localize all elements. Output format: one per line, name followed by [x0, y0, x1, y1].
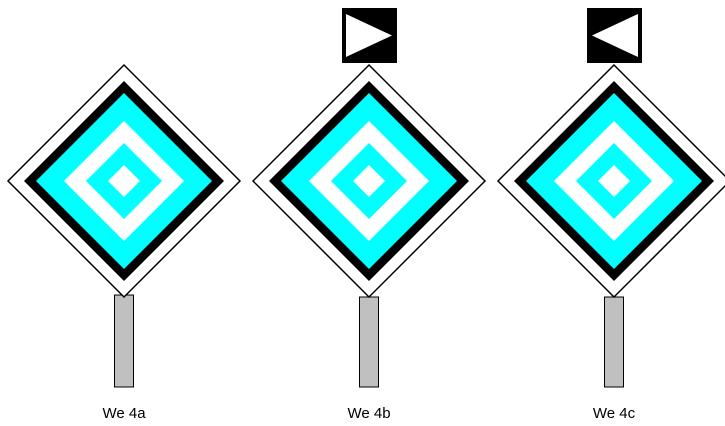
direction-panel-right [342, 8, 397, 63]
sign-label: We 4a [102, 405, 146, 422]
sign-we4b: We 4b [253, 8, 485, 422]
sign-we4a: We 4a [8, 65, 240, 422]
sign-post [115, 295, 134, 387]
sign-post [360, 297, 379, 387]
direction-panel-left [587, 8, 642, 63]
sign-label: We 4b [347, 405, 390, 422]
sign-post [605, 297, 624, 387]
sign-we4c: We 4c [498, 8, 725, 422]
sign-label: We 4c [593, 405, 636, 422]
